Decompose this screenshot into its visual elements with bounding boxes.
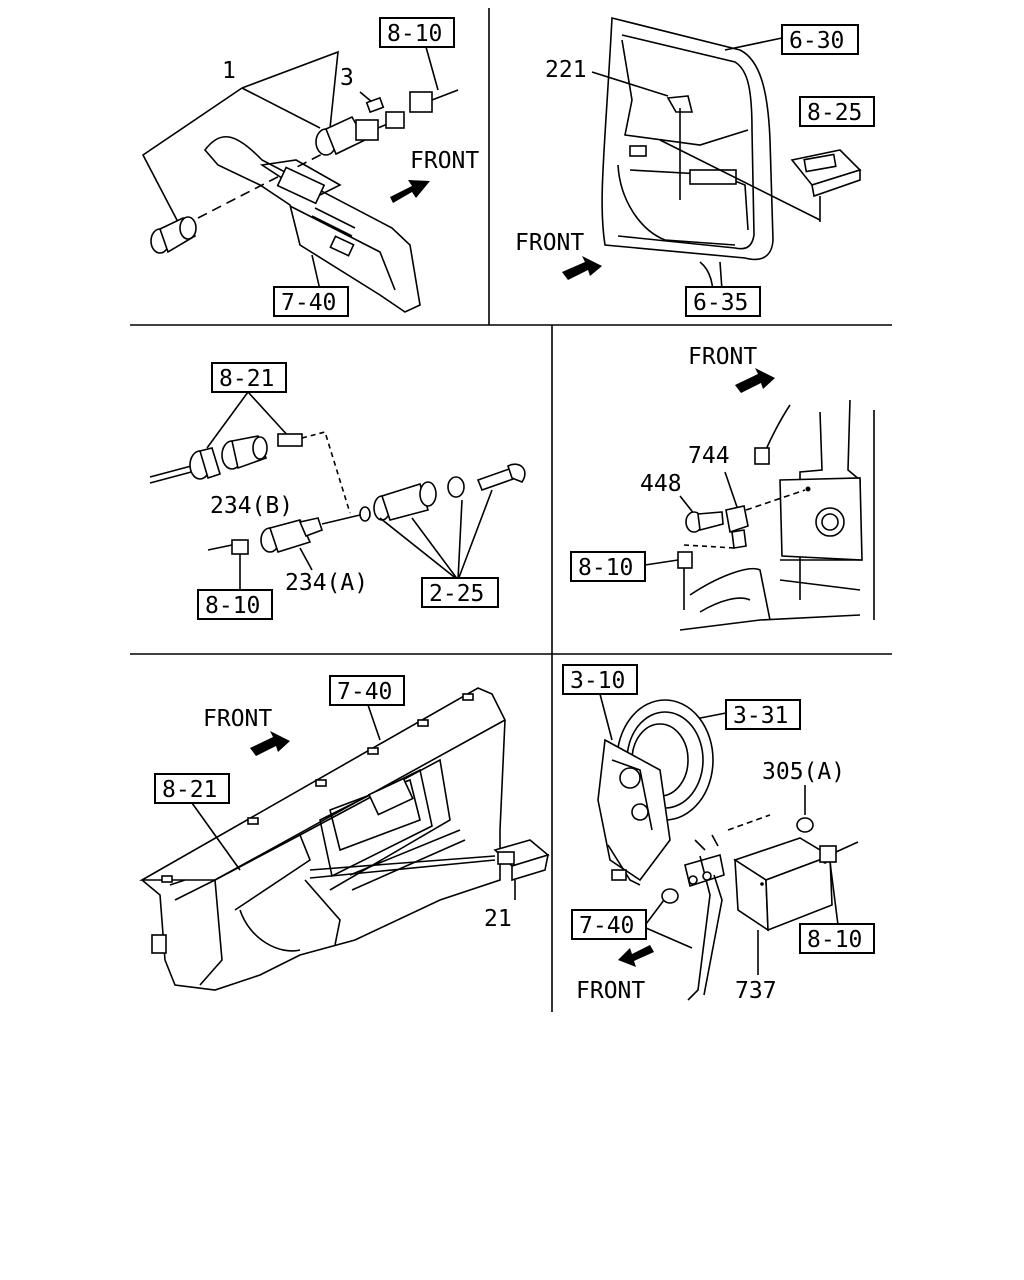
ref-label-8-21: 8-21 [219,366,274,392]
harness-connector [819,845,837,863]
part-number-3: 3 [340,65,354,91]
front-arrow-icon [618,945,654,967]
panel-brake-module: 3-10 3-31 305(A) [562,664,875,1004]
nut-305a [796,817,814,833]
ref-label-3-31: 3-31 [733,703,788,729]
lighter-socket [315,96,405,156]
front-label: FRONT [410,148,479,174]
frame-structure [679,399,875,631]
ref-label-3-10: 3-10 [570,668,625,694]
part-number-448: 448 [640,471,682,497]
front-arrow-icon [735,368,775,393]
front-arrow-icon [390,180,430,203]
front-label: FRONT [203,706,272,732]
ref-box-6-30 [781,24,859,55]
panel-door-mirror-switch: 6-30 221 8-25 FRONT 6-35 [515,16,875,317]
front-label: FRONT [576,978,645,1004]
drive-adapter [359,463,526,522]
ref-label-8-10: 8-10 [578,555,633,581]
ref-label-6-35: 6-35 [693,290,748,316]
panel-sensor-bracket: FRONT 744 448 [570,344,875,631]
sensor-234a [260,517,324,553]
bracket-744 [725,505,749,549]
dash-trim-panel [203,135,421,313]
front-label: FRONT [515,230,584,256]
bolt-448 [685,511,724,533]
ref-box-6-35 [685,286,761,317]
panel-instrument-dash: 7-40 FRONT 8-21 [138,675,550,991]
nut [661,888,679,904]
front-arrow-icon [562,256,602,280]
cab-door [601,16,774,306]
panel-speed-sensor: 8-21 234(B) 234(A) 8-10 [149,362,526,620]
harness-connector [677,551,693,569]
ref-box-3-10 [562,664,638,695]
ref-box-3-31 [725,699,801,730]
connector-small [277,433,303,447]
ref-label-2-25: 2-25 [429,581,484,607]
mirror-switch [790,149,862,198]
ref-label-6-30: 6-30 [789,28,844,54]
front-arrow-icon [250,731,290,756]
ref-label-7-40: 7-40 [337,679,392,705]
ref-label-8-25: 8-25 [807,100,862,126]
ref-box-7-40 [329,675,405,706]
part-number-737: 737 [735,978,777,1004]
part-number-744: 744 [688,443,730,469]
ref-label-8-21: 8-21 [162,777,217,803]
cable-nut [189,447,221,480]
part-number-305a: 305(A) [762,759,845,785]
ref-label-7-40: 7-40 [579,913,634,939]
ref-label-7-40: 7-40 [281,290,336,316]
ref-box-7-40 [273,286,349,317]
dashboard-assembly [138,687,507,991]
part-number-221: 221 [545,57,587,83]
switch-21 [493,839,550,882]
ref-box-8-21 [211,362,287,393]
part-number-21: 21 [484,906,512,932]
lighter-plug [150,216,197,254]
panel-cigarette-lighter: 8-10 1 3 [141,17,479,317]
ref-box-7-40 [571,909,647,940]
harness-connector [409,91,433,113]
ref-box-8-10 [570,551,646,582]
ref-box-8-25 [799,96,875,127]
harness-connector [231,539,249,555]
front-label: FRONT [688,344,757,370]
part-number-234b: 234(B) [210,493,293,519]
ref-label-8-10: 8-10 [205,593,260,619]
ref-label-8-10: 8-10 [807,927,862,953]
control-module-737 [733,837,833,932]
sensor-234b [221,435,268,470]
ref-box-2-25 [421,577,499,608]
panel-dividers [130,8,892,1012]
ref-label-8-10: 8-10 [387,21,442,47]
pedal-bracket [684,834,725,1001]
brake-booster [597,699,714,886]
ref-box-8-10 [379,17,455,48]
ref-box-8-10 [197,589,273,620]
part-number-234a: 234(A) [285,570,368,596]
part-number-1: 1 [222,58,236,84]
ref-box-8-10 [799,923,875,954]
